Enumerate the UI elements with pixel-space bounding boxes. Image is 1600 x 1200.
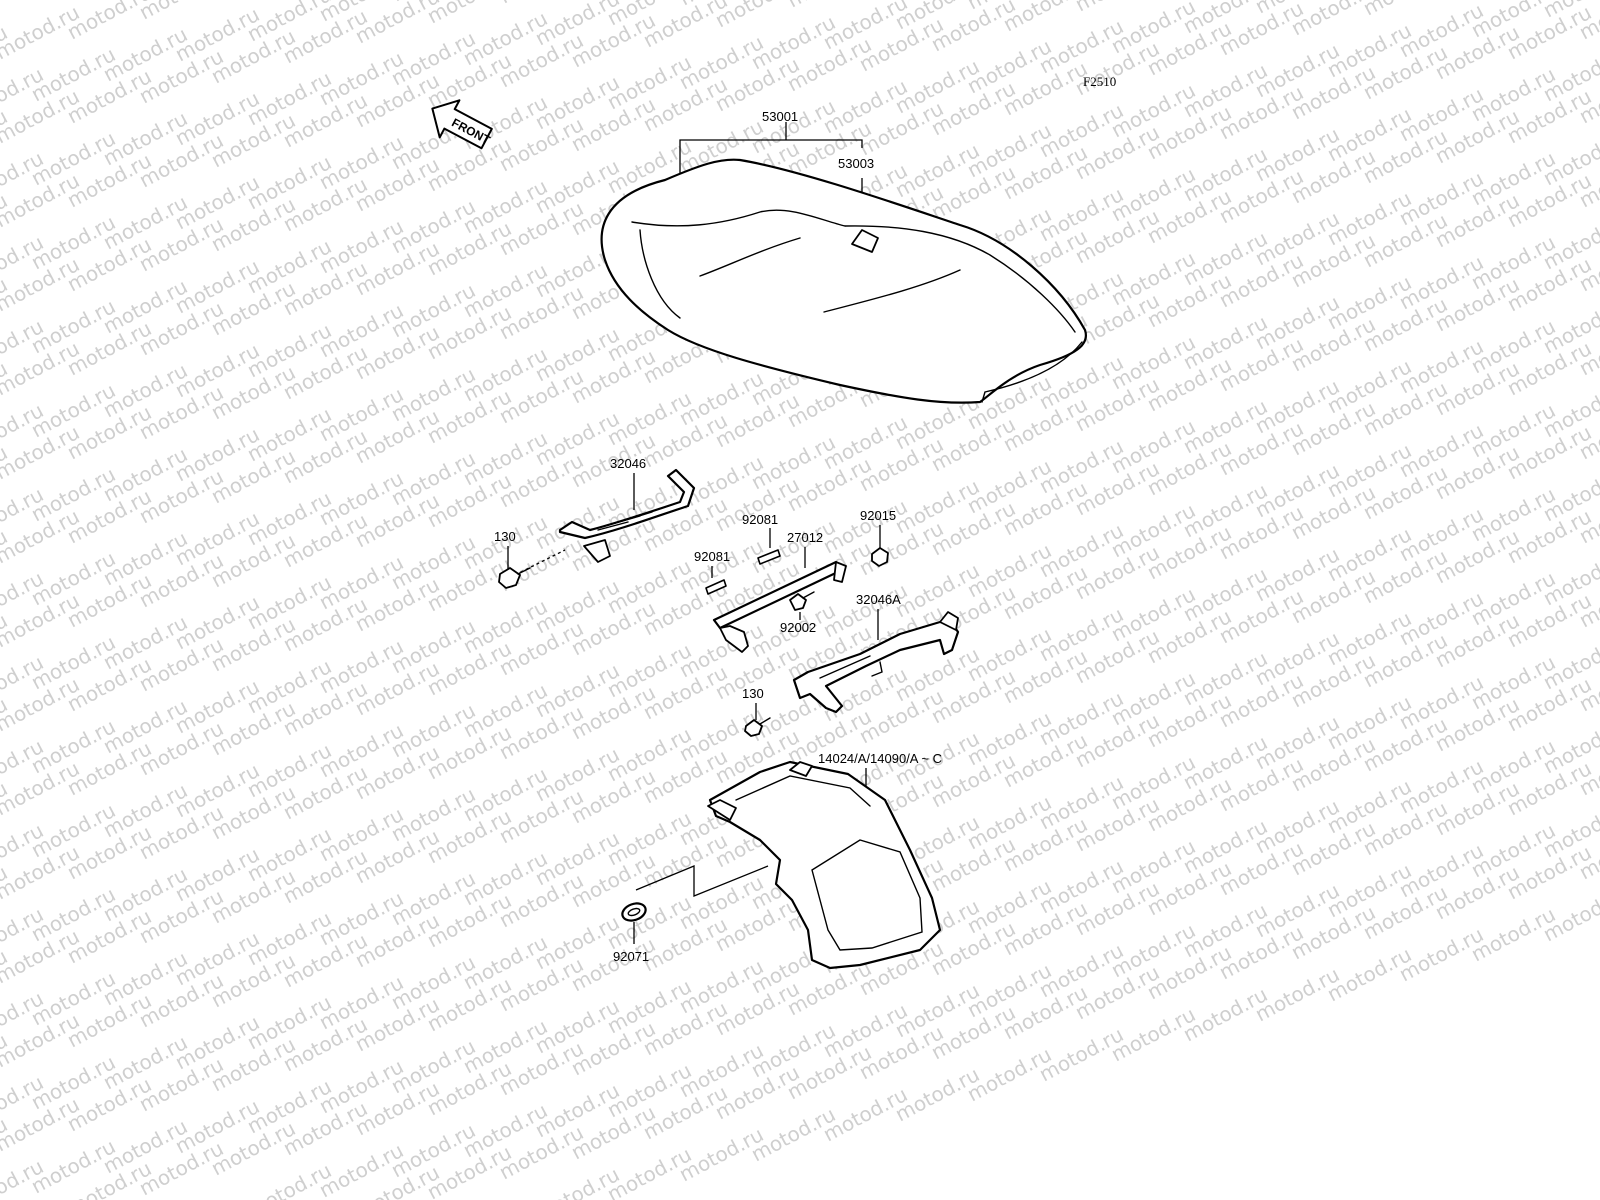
watermark-text: motod.ru <box>135 0 227 24</box>
watermark-text: motod.ru <box>423 0 515 28</box>
label-53001: 53001 <box>762 109 798 124</box>
label-130-lower: 130 <box>742 686 764 701</box>
pin-lower <box>705 579 727 595</box>
label-32046: 32046 <box>610 456 646 471</box>
grip-left <box>558 468 696 563</box>
label-32046A: 32046A <box>856 592 901 607</box>
label-92081-upper: 92081 <box>742 512 778 527</box>
label-92081-lower: 92081 <box>694 549 730 564</box>
figure-code: F2510 <box>1083 74 1116 89</box>
lock-rod <box>712 560 847 653</box>
bolt-center <box>789 591 815 611</box>
seat <box>600 158 1088 404</box>
tail-cover <box>707 760 942 970</box>
grommet <box>621 902 647 922</box>
label-53003: 53003 <box>838 156 874 171</box>
pin-upper <box>757 549 781 565</box>
nut <box>871 547 889 567</box>
reference-leader <box>635 865 769 897</box>
label-130-left: 130 <box>494 529 516 544</box>
watermark-text: motod.ru <box>1359 0 1451 20</box>
label-27012: 27012 <box>787 530 823 545</box>
label-92071: 92071 <box>613 949 649 964</box>
bolt-left <box>498 567 531 589</box>
label-tail-cover: 14024/A/14090/A ~ C <box>818 751 942 766</box>
bolt-lower <box>744 717 771 737</box>
label-92015: 92015 <box>860 508 896 523</box>
grip-right <box>792 611 960 714</box>
label-92002: 92002 <box>780 620 816 635</box>
